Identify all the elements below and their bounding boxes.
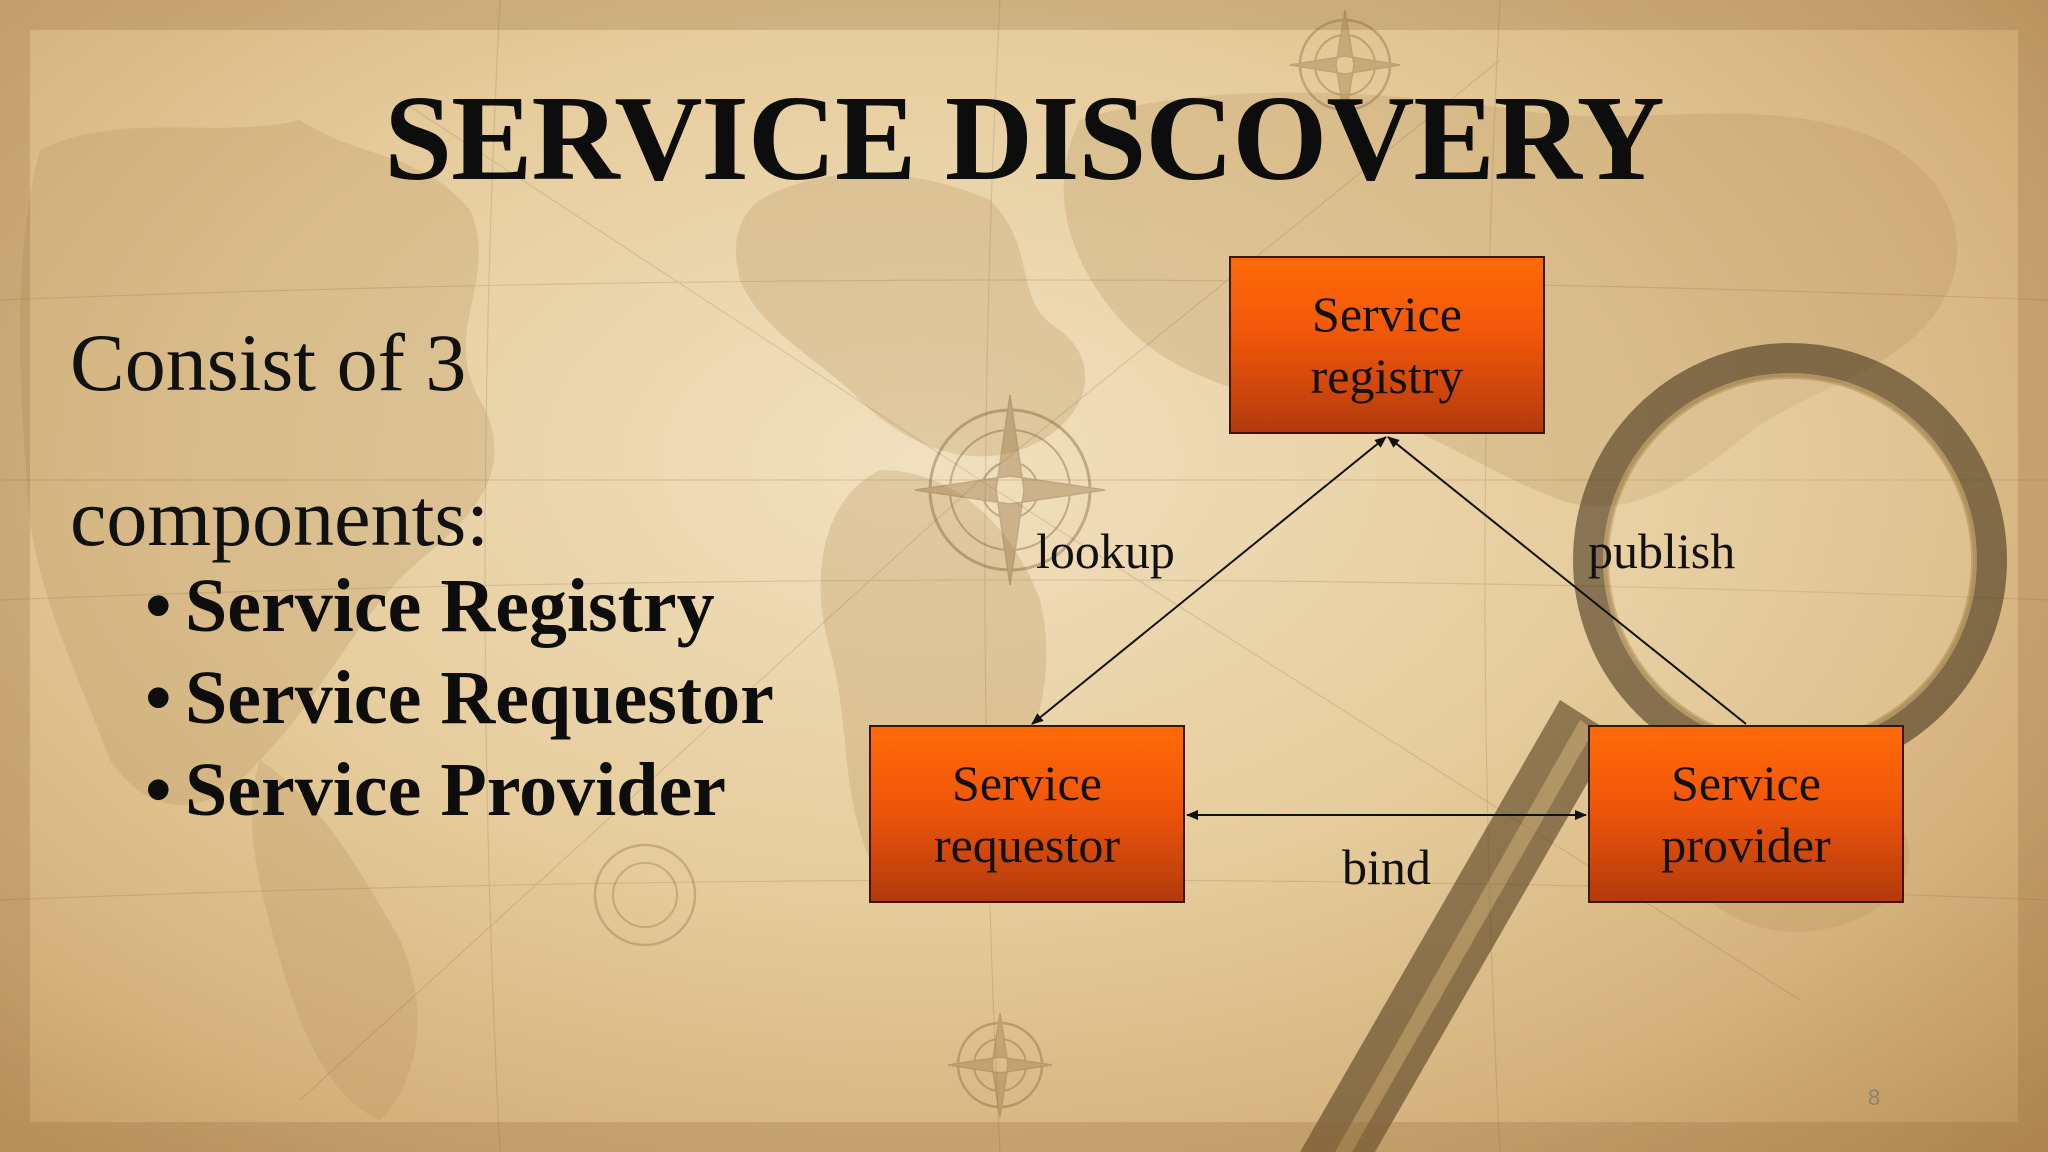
service-registry-node: Service registry — [1229, 256, 1545, 434]
page-number: 8 — [1868, 1085, 1881, 1110]
list-item-label: Service Requestor — [185, 656, 774, 740]
compass-rose-icon — [593, 843, 697, 947]
list-item-label: Service Registry — [185, 564, 715, 648]
compass-rose-icon — [947, 1012, 1053, 1118]
publish-label: publish — [1588, 523, 1736, 579]
list-item: •Service Requestor — [145, 652, 774, 744]
bind-label: bind — [1342, 839, 1431, 895]
bullet-icon: • — [145, 748, 172, 832]
bullet-icon: • — [145, 656, 172, 740]
lookup-label: lookup — [1036, 523, 1175, 579]
bullet-icon: • — [145, 564, 172, 648]
compass-rose-icon — [1289, 9, 1401, 121]
list-item: •Service Registry — [145, 560, 774, 652]
component-list: •Service Registry •Service Requestor •Se… — [145, 560, 774, 836]
service-provider-node: Service provider — [1588, 725, 1904, 903]
slide-title: SERVICE DISCOVERY — [384, 71, 1664, 206]
list-item-label: Service Provider — [185, 748, 726, 832]
list-item: •Service Provider — [145, 744, 774, 836]
intro-line-2: components: — [70, 472, 490, 563]
intro-line-1: Consist of 3 — [70, 317, 467, 408]
intro-text: Consist of 3 components: — [70, 285, 830, 595]
service-requestor-node: Service requestor — [869, 725, 1185, 903]
